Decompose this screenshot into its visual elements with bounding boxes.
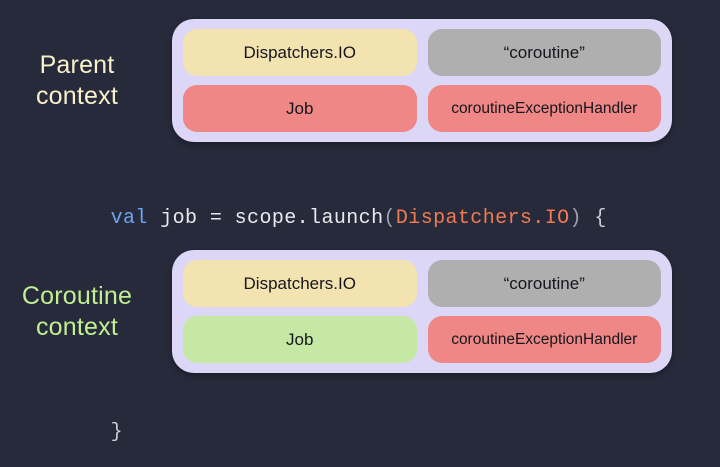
- code-line-closing-brace: }: [61, 398, 123, 467]
- parent-chip-dispatcher: Dispatchers.IO: [183, 29, 417, 76]
- parent-context-row-1: Dispatchers.IO “coroutine”: [183, 29, 661, 76]
- code-token-brace-close: }: [110, 421, 124, 444]
- code-token-keyword-val: val: [110, 207, 148, 230]
- coroutine-chip-dispatcher: Dispatchers.IO: [183, 260, 417, 307]
- code-token-paren-close: ): [569, 207, 582, 230]
- coroutine-context-card: Dispatchers.IO “coroutine” Job coroutine…: [172, 250, 672, 373]
- code-line-launch: val job = scope.launch(Dispatchers.IO) {: [61, 184, 607, 253]
- coroutine-chip-job: Job: [183, 316, 417, 363]
- diagram-canvas: Parent context Dispatchers.IO “coroutine…: [0, 19, 672, 444]
- coroutine-context-row-2: Job coroutineExceptionHandler: [183, 316, 661, 363]
- coroutine-context-block: Coroutine context Dispatchers.IO “corout…: [0, 250, 672, 373]
- code-token-paren-open: (: [383, 207, 396, 230]
- code-token-dispatchers-io: Dispatchers.IO: [395, 207, 570, 230]
- coroutine-context-row-1: Dispatchers.IO “coroutine”: [183, 260, 661, 307]
- code-token-space-2: [582, 207, 594, 230]
- code-token-space-1: [148, 207, 160, 230]
- coroutine-chip-coroutine-name: “coroutine”: [427, 260, 661, 307]
- parent-context-card: Dispatchers.IO “coroutine” Job coroutine…: [172, 19, 672, 142]
- parent-context-block: Parent context Dispatchers.IO “coroutine…: [0, 19, 672, 142]
- coroutine-chip-exception-handler: coroutineExceptionHandler: [427, 316, 661, 363]
- coroutine-context-label: Coroutine context: [21, 281, 133, 341]
- parent-chip-coroutine-name: “coroutine”: [427, 29, 661, 76]
- parent-chip-job: Job: [183, 85, 417, 132]
- code-token-identifier: job = scope.launch: [160, 207, 384, 230]
- parent-chip-exception-handler: coroutineExceptionHandler: [427, 85, 661, 132]
- parent-context-label: Parent context: [35, 50, 118, 110]
- parent-context-row-2: Job coroutineExceptionHandler: [183, 85, 661, 132]
- code-token-brace-open: {: [594, 207, 607, 230]
